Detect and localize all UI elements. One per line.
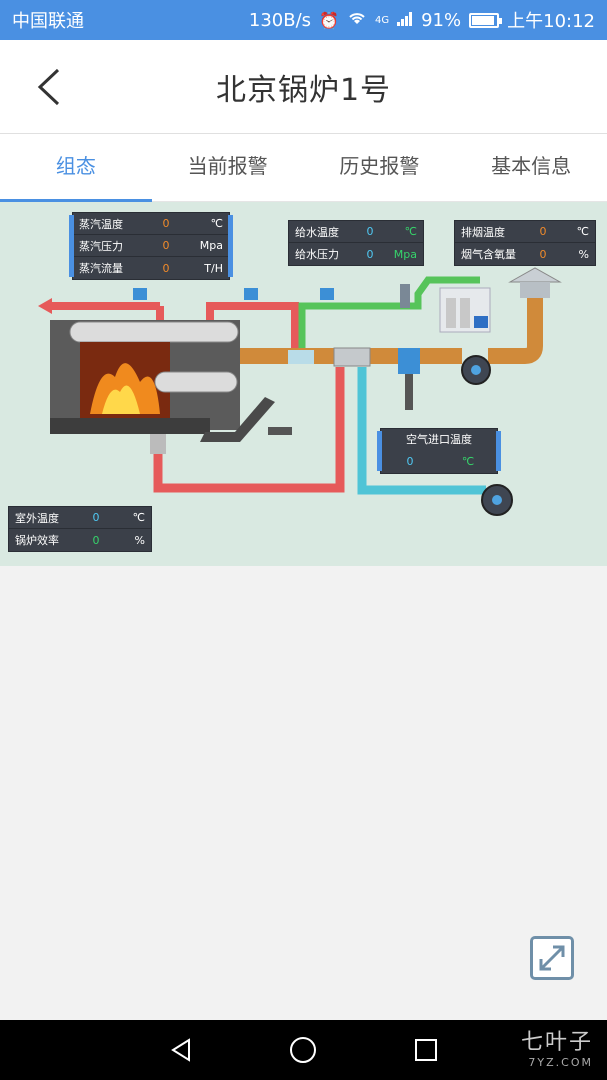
page-title: 北京锅炉1号 — [215, 72, 392, 108]
steam-valve-icon — [133, 288, 147, 300]
signal-icon — [397, 11, 413, 30]
wifi-icon — [347, 10, 367, 30]
triangle-back-icon — [171, 1038, 191, 1062]
app-header: 北京锅炉1号 — [0, 40, 607, 134]
feedwater-pressure-value: 0 — [366, 247, 374, 261]
steam-pressure-value: 0 — [162, 239, 170, 252]
water-valve-icon — [320, 288, 334, 300]
boiler-diagram: 蒸汽温度 0 ℃ 蒸汽压力 0 Mpa 蒸汽流量 0 T/H 给水温度 0 ℃ … — [0, 202, 607, 566]
expand-icon — [539, 945, 565, 971]
steam-valve-icon-2 — [244, 288, 258, 300]
nav-home-button[interactable] — [283, 1030, 323, 1070]
steam-pressure-row: 蒸汽压力 0 Mpa — [73, 235, 229, 257]
network-speed: 130B/s — [248, 9, 312, 31]
feedwater-panel: 给水温度 0 ℃ 给水压力 0 Mpa — [288, 220, 424, 266]
watermark: 七叶子 7YZ.COM — [520, 1030, 593, 1069]
flue-oxygen-value: 0 — [539, 247, 547, 261]
alarm-clock-icon: ⏰ — [319, 10, 339, 30]
steam-panel: 蒸汽温度 0 ℃ 蒸汽压力 0 Mpa 蒸汽流量 0 T/H — [69, 212, 233, 280]
fullscreen-button[interactable] — [530, 936, 574, 980]
battery-icon — [469, 12, 503, 28]
steam-temp-value: 0 — [162, 217, 170, 230]
steam-outlet-arrow-icon — [38, 298, 52, 314]
boiler-efficiency-value: 0 — [92, 533, 100, 547]
exhaust-panel: 排烟温度 0 ℃ 烟气含氧量 0 % — [454, 220, 596, 266]
status-icons: 130B/s ⏰ 4G 91% 上午10:12 — [249, 7, 595, 33]
boiler-schematic — [38, 267, 562, 516]
outdoor-panel: 室外温度 0 ℃ 锅炉效率 0 % — [8, 506, 152, 552]
air-inlet-temp-value: 0 — [406, 455, 414, 468]
carrier-name: 中国联通 — [12, 11, 84, 32]
exhaust-temp-value: 0 — [539, 225, 547, 238]
tab-current-alarms[interactable]: 当前报警 — [187, 154, 268, 178]
tab-configuration[interactable]: 组态 — [0, 134, 152, 203]
feedwater-temp-value: 0 — [366, 225, 374, 238]
network-type: 4G — [374, 14, 390, 26]
outdoor-temp-value: 0 — [92, 511, 100, 524]
nav-back-button[interactable] — [161, 1030, 201, 1070]
tab-basic-info[interactable]: 基本信息 — [491, 154, 572, 178]
status-bar: 中国联通 130B/s ⏰ 4G 91% 上午10:12 — [0, 0, 607, 40]
tab-bar: 组态 当前报警 历史报警 基本信息 — [0, 134, 607, 203]
air-inlet-panel: 空气进口温度 0 ℃ — [377, 428, 501, 474]
circle-home-icon — [290, 1037, 317, 1063]
steam-flow-value: 0 — [162, 261, 170, 275]
chevron-left-icon — [37, 68, 60, 106]
square-recents-icon — [414, 1039, 437, 1061]
steam-temp-row: 蒸汽温度 0 ℃ — [73, 213, 229, 235]
clock: 上午10:12 — [507, 11, 595, 32]
system-nav-bar — [0, 1020, 607, 1080]
steam-flow-row: 蒸汽流量 0 T/H — [79, 261, 223, 276]
nav-recents-button[interactable] — [406, 1030, 446, 1070]
back-button[interactable] — [28, 64, 72, 110]
battery-percent: 91% — [421, 9, 462, 31]
tab-alarm-history[interactable]: 历史报警 — [339, 154, 420, 178]
